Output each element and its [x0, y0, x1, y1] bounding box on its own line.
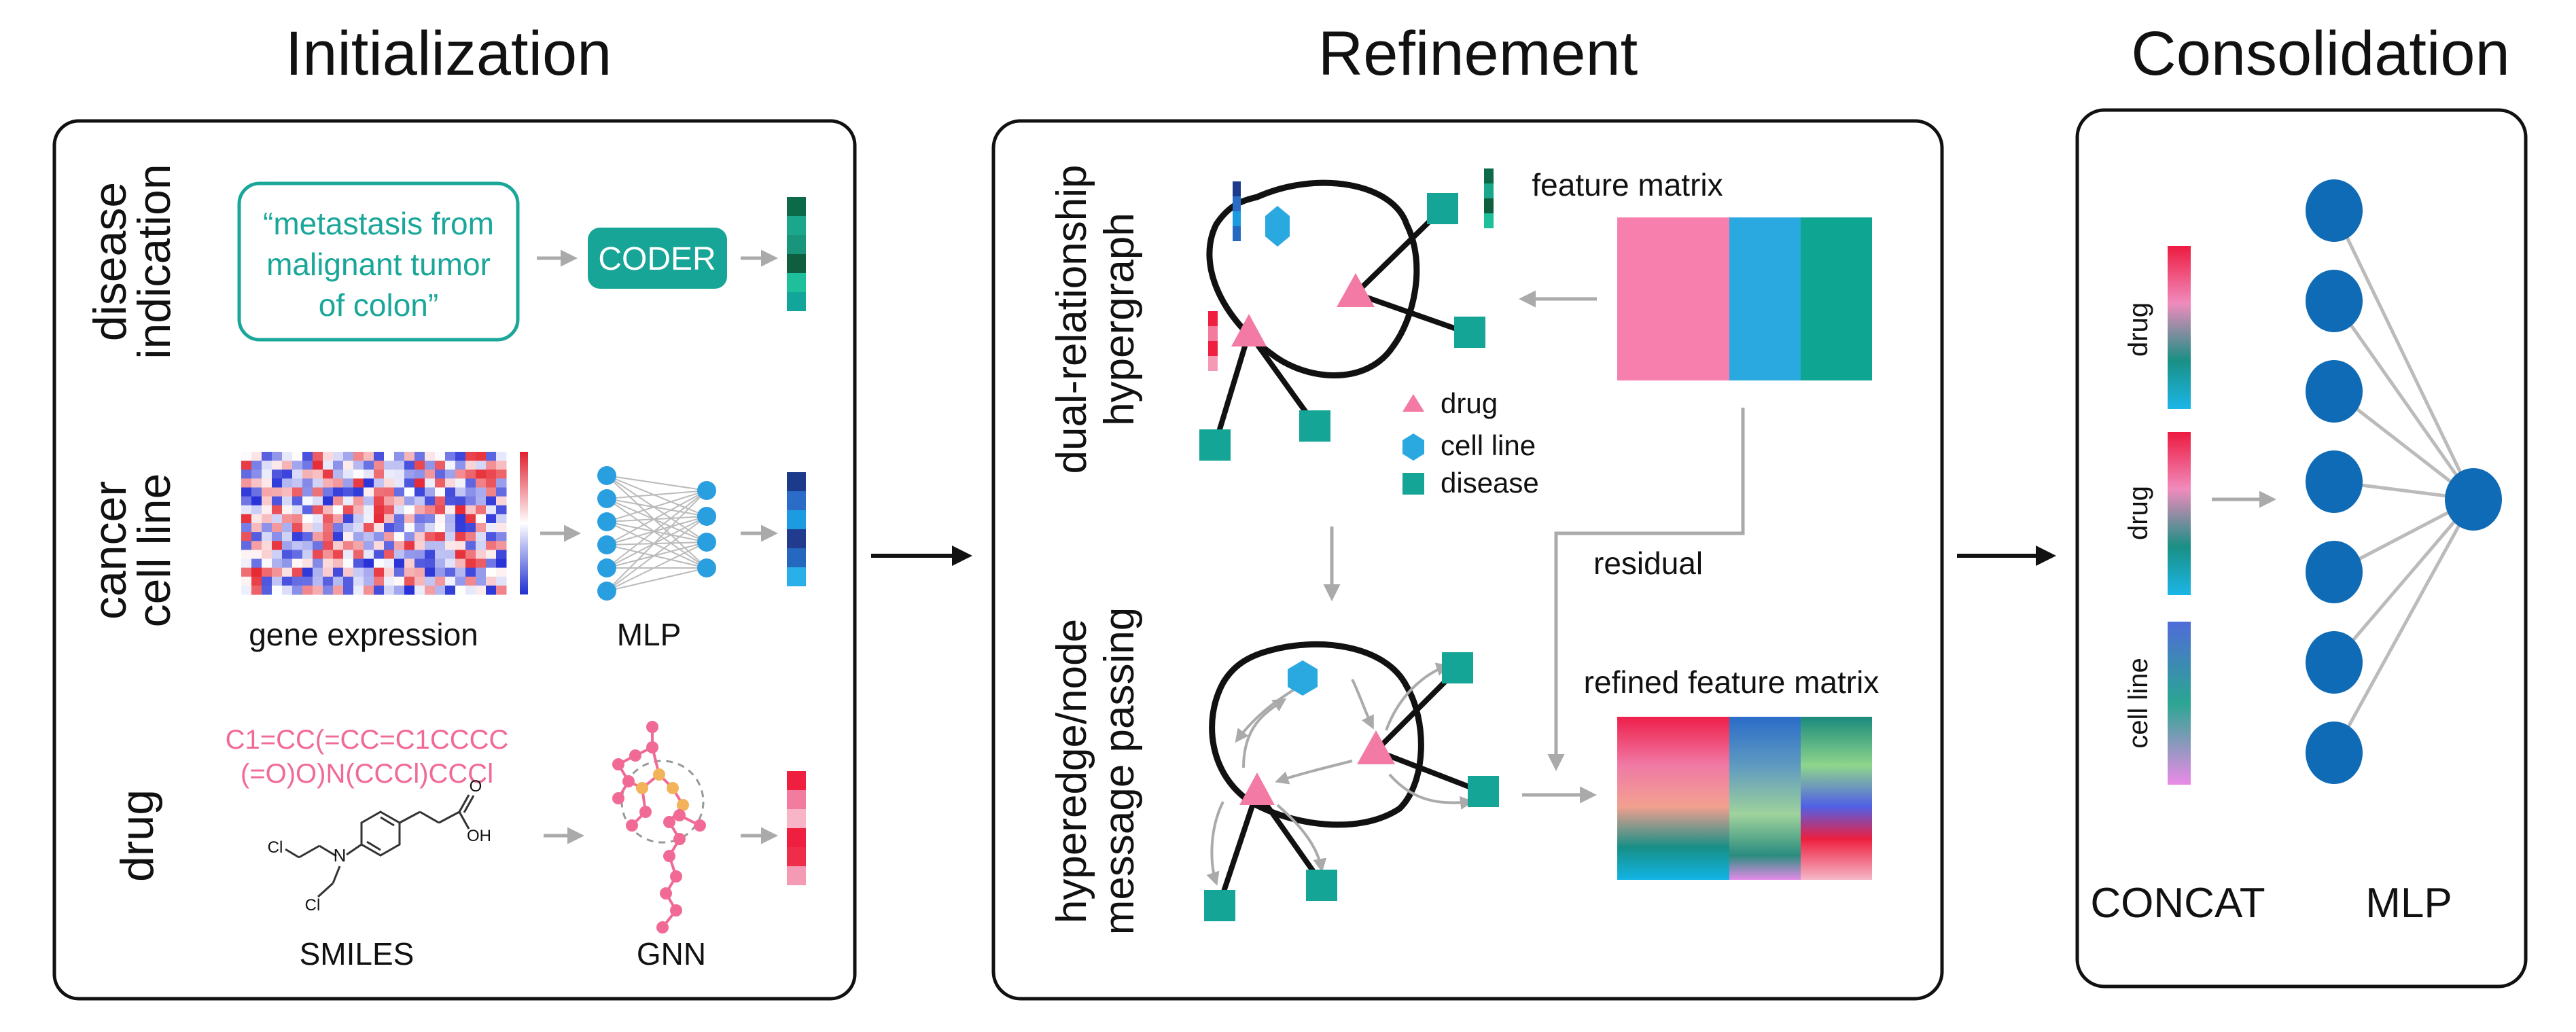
- mlp-network-icon: [597, 466, 716, 601]
- consolidation-vector-label-cell-line: cell line: [2123, 658, 2153, 748]
- disease-text-box: [237, 181, 520, 342]
- hypergraph-label-2: hypergraph: [1096, 213, 1143, 426]
- hypergraph-label-1: dual-relationship: [1048, 165, 1095, 474]
- residual-connection: [1547, 408, 1745, 771]
- mlp-caption: MLP: [617, 617, 682, 652]
- smiles-caption: SMILES: [300, 936, 414, 972]
- initialization-panel: [52, 119, 857, 1001]
- refined-feature-matrix: [1617, 717, 1872, 880]
- drug-vector-1: [2168, 246, 2191, 409]
- gnn-molecular-graph: [612, 721, 706, 933]
- row-label-disease-2: indication: [128, 164, 180, 359]
- drug-embedding-vector: [787, 771, 806, 885]
- legend-drug-icon: [1402, 394, 1424, 412]
- message-passing-label-1: hyperedge/node: [1048, 619, 1095, 923]
- concat-label: CONCAT: [2090, 880, 2265, 927]
- message-passing-label-2: message passing: [1096, 607, 1143, 936]
- stage-title-consolidation: Consolidation: [2131, 19, 2509, 88]
- legend-cell-line-icon: [1402, 433, 1424, 461]
- drug-vector-2: [2168, 432, 2191, 595]
- atom-label-cl-1: Cl: [268, 838, 283, 857]
- refined-matrix-title: refined feature matrix: [1584, 664, 1880, 700]
- smiles-line-2: (=O)O)N(CCCl)CCCl: [241, 759, 493, 789]
- atom-label-o: O: [470, 777, 482, 796]
- disease-text-line-3: of colon”: [319, 287, 438, 323]
- atom-label-cl-2: Cl: [305, 896, 321, 914]
- legend-cell-line-label: cell line: [1441, 429, 1536, 461]
- feature-matrix: [1617, 217, 1872, 380]
- chemical-structure: [285, 794, 475, 898]
- coder-label: CODER: [598, 241, 716, 277]
- disease-text-line-2: malignant tumor: [266, 247, 491, 282]
- dual-relationship-hypergraph: [1199, 168, 1494, 461]
- final-mlp-network: [2306, 179, 2502, 784]
- cell-line-vector: [2168, 622, 2191, 785]
- atom-label-n: N: [334, 845, 347, 866]
- row-label-cancer-2: cell line: [128, 474, 180, 628]
- legend-drug-label: drug: [1441, 387, 1498, 419]
- legend-disease-icon: [1402, 473, 1424, 495]
- heatmap-colorbar: [520, 452, 528, 594]
- smiles-line-1: C1=CC(=CC=C1CCCC: [226, 725, 509, 755]
- consolidation-vector-label-drug-1: drug: [2123, 302, 2153, 357]
- stage-title-refinement: Refinement: [1318, 19, 1638, 88]
- feature-matrix-title: feature matrix: [1532, 167, 1723, 202]
- legend-disease-label: disease: [1441, 467, 1539, 499]
- stage-title-initialization: Initialization: [285, 19, 612, 88]
- refinement-panel: [991, 119, 1944, 1001]
- cell-line-embedding-vector: [787, 472, 806, 586]
- atom-label-oh: OH: [467, 827, 491, 845]
- final-mlp-label: MLP: [2365, 880, 2452, 927]
- gene-expression-caption: gene expression: [249, 617, 478, 652]
- consolidation-vector-label-drug-2: drug: [2123, 486, 2153, 540]
- disease-embedding-vector: [787, 197, 806, 311]
- residual-label: residual: [1593, 546, 1703, 581]
- row-label-drug: drug: [111, 789, 163, 882]
- row-label-cancer-1: cancer: [84, 481, 136, 620]
- coder-box: [588, 228, 727, 289]
- row-label-disease-1: disease: [84, 182, 136, 341]
- message-passing-hypergraph: [1204, 641, 1499, 921]
- gnn-caption: GNN: [637, 936, 706, 972]
- node-type-legend: drug cell line disease: [1402, 387, 1539, 499]
- gene-expression-heatmap: [241, 452, 507, 595]
- consolidation-panel: [2075, 108, 2528, 989]
- disease-text-line-1: “metastasis from: [263, 206, 494, 241]
